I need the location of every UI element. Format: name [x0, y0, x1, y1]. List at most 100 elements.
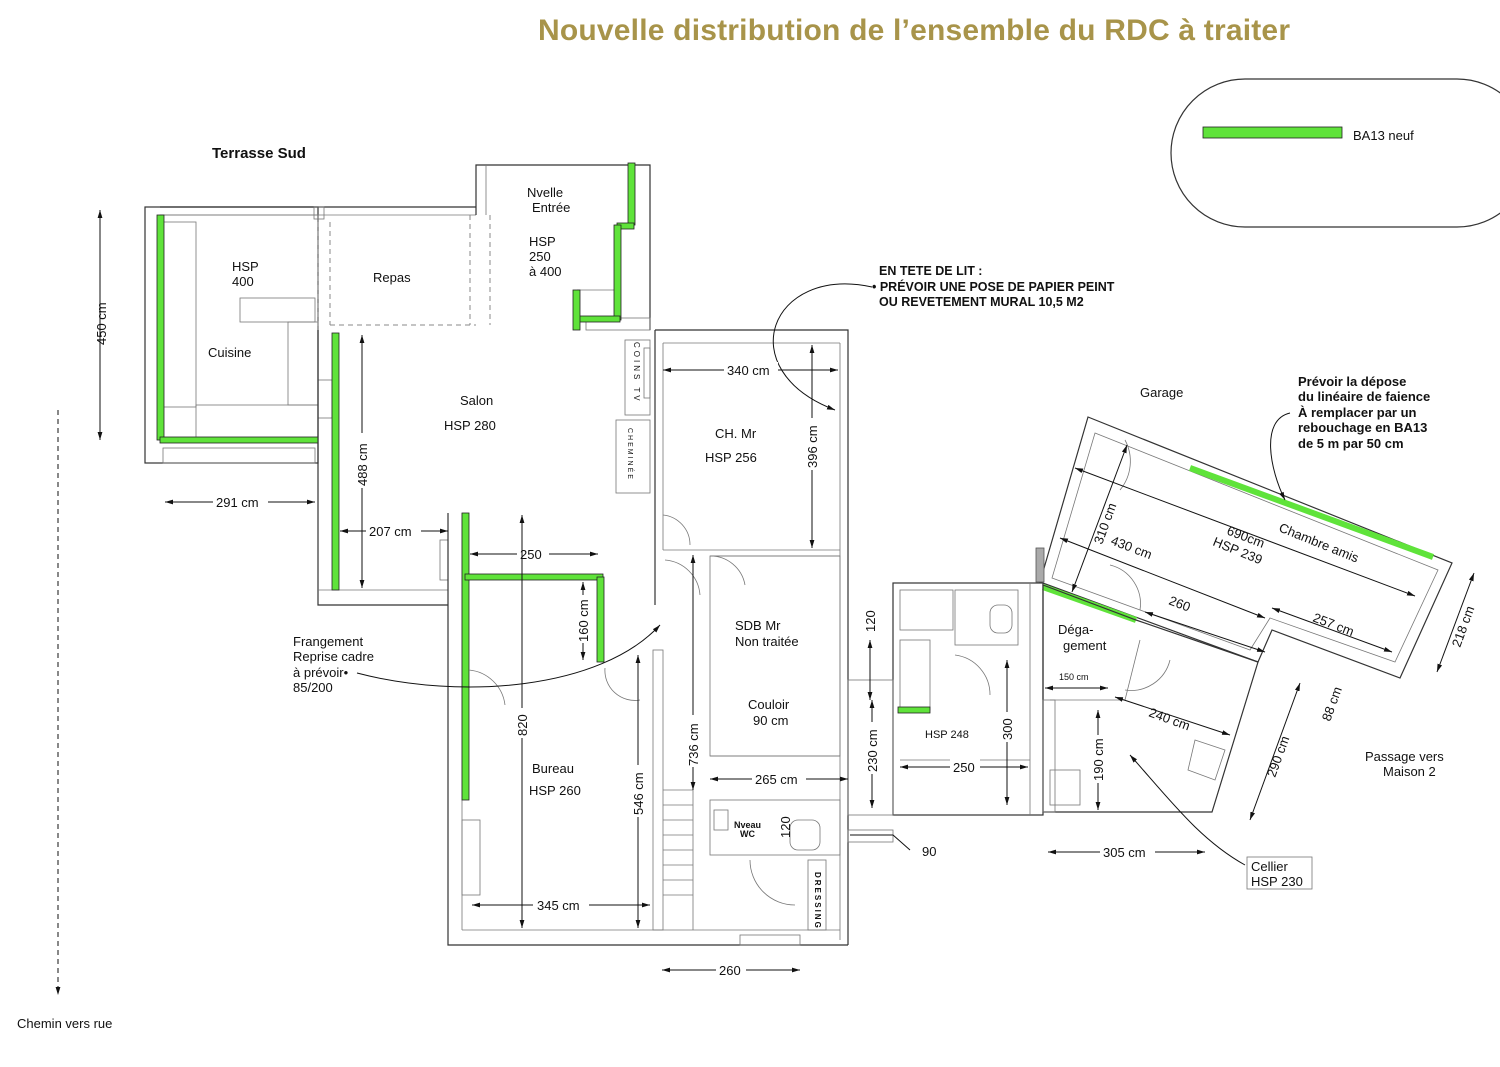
dim-207: 207 cm: [369, 524, 412, 539]
dim-488: 488 cm: [355, 443, 370, 486]
label-hsp248: HSP 248: [925, 729, 969, 741]
entree-block: [475, 162, 651, 331]
note-frangement: Frangement: [293, 634, 363, 649]
label-hsp: HSP: [232, 259, 259, 274]
note-faience: rebouchage en BA13: [1298, 420, 1427, 435]
label-couloir: 90 cm: [753, 713, 788, 728]
label-cellier-hsp: HSP 230: [1251, 874, 1303, 889]
dim-230: 230 cm: [865, 729, 880, 772]
label-ch-mr: CH. Mr: [715, 426, 757, 441]
label-sdb: SDB Mr: [735, 618, 781, 633]
label-chemin: Chemin vers rue: [17, 1016, 112, 1031]
legend-swatch-ba13: [1202, 126, 1343, 139]
label-sdb: Non traitée: [735, 634, 799, 649]
dim-396: 396 cm: [805, 425, 820, 468]
room-labels: Terrasse Sud HSP 400 Cuisine Repas Nvell…: [17, 145, 1444, 1031]
ba13-wall: [156, 214, 165, 441]
dim-160: 160 cm: [576, 599, 591, 642]
dim-240: 240 cm: [1147, 705, 1192, 734]
label-entree-hsp: 250: [529, 249, 551, 264]
legend: BA13 neuf: [1170, 78, 1500, 228]
dim-150: 150 cm: [1059, 672, 1089, 682]
dimensions: 450 cm 291 cm 488 cm 207 cm 250 160 cm 8…: [94, 210, 1477, 978]
dim-305: 305 cm: [1103, 845, 1146, 860]
plan-title: Nouvelle distribution de l’ensemble du R…: [538, 14, 1291, 47]
note-frangement: 85/200: [293, 680, 333, 695]
label-entree: Nvelle: [527, 185, 563, 200]
note-faience: du linéaire de faience: [1298, 389, 1430, 404]
kitchen-block: [144, 206, 476, 464]
label-bureau-hsp: HSP 260: [529, 783, 581, 798]
dim-260-b: 260: [1167, 593, 1193, 615]
dim-340: 340 cm: [727, 363, 770, 378]
label-wc: Nveau: [734, 820, 761, 830]
dim-291: 291 cm: [216, 495, 259, 510]
note-frangement: Reprise cadre: [293, 649, 374, 664]
bureau-block: [447, 512, 848, 946]
ba13-wall: [627, 162, 636, 226]
label-hsp-value: 400: [232, 274, 254, 289]
label-wc: WC: [740, 829, 755, 839]
dim-450: 450 cm: [94, 302, 109, 345]
cellier-label-box: [1246, 856, 1313, 890]
dim-250-b: 250: [953, 760, 975, 775]
dim-546: 546 cm: [631, 772, 646, 815]
label-passage: Passage vers: [1365, 749, 1444, 764]
dim-218: 218 cm: [1449, 604, 1478, 649]
label-degagement: gement: [1063, 638, 1107, 653]
note-tete-lit: OU REVETEMENT MURAL 10,5 M2: [879, 295, 1084, 309]
dim-88: 88 cm: [1319, 685, 1345, 723]
note-faience: Prévoir la dépose: [1298, 374, 1406, 389]
label-salon-hsp: HSP 280: [444, 418, 496, 433]
legend-label: BA13 neuf: [1353, 128, 1414, 143]
ba13-wall: [331, 332, 340, 591]
label-ch-mr-hsp: HSP 256: [705, 450, 757, 465]
dim-250: 250: [520, 547, 542, 562]
label-dressing: DRESSING: [813, 872, 822, 930]
note-tete-lit: • PRÉVOIR UNE POSE DE PAPIER PEINT: [872, 279, 1115, 294]
dim-190: 190 cm: [1091, 738, 1106, 781]
ba13-wall: [464, 573, 604, 581]
repas-area: [317, 215, 491, 330]
note-faience: À remplacer par un: [1298, 405, 1417, 420]
chambre-mr-block: [654, 329, 849, 946]
ba13-wall: [461, 512, 470, 801]
note-faience: de 5 m par 50 cm: [1298, 436, 1404, 451]
label-entree: Entrée: [532, 200, 570, 215]
ba13-wall: [613, 224, 622, 321]
dim-120: 120: [863, 610, 878, 632]
dim-265: 265 cm: [755, 772, 798, 787]
ba13-wall: [159, 436, 319, 444]
label-salon: Salon: [460, 393, 493, 408]
label-degagement: Déga-: [1058, 622, 1093, 637]
annotations: EN TETE DE LIT : • PRÉVOIR UNE POSE DE P…: [293, 264, 1430, 866]
dim-736: 736 cm: [686, 723, 701, 766]
label-couloir: Couloir: [748, 697, 790, 712]
ba13-wall: [596, 576, 605, 663]
dim-120-wc: 120: [778, 816, 793, 838]
dim-90: 90: [922, 844, 936, 859]
note-frangement: à prévoir•: [293, 665, 349, 680]
label-garage: Garage: [1140, 385, 1183, 400]
legend-frame: [1170, 78, 1500, 228]
label-terrasse: Terrasse Sud: [212, 145, 306, 162]
label-cuisine: Cuisine: [208, 345, 251, 360]
ba13-wall: [572, 289, 581, 331]
label-bureau: Bureau: [532, 761, 574, 776]
dim-300: 300: [1000, 718, 1015, 740]
label-cheminee: CHEMINÉE: [626, 428, 635, 481]
dim-290: 290 cm: [1264, 734, 1293, 779]
label-passage: Maison 2: [1383, 764, 1436, 779]
note-tete-lit: EN TETE DE LIT :: [879, 264, 982, 278]
label-repas: Repas: [373, 270, 411, 285]
dim-345: 345 cm: [537, 898, 580, 913]
label-cellier: Cellier: [1251, 859, 1289, 874]
dim-820: 820: [515, 714, 530, 736]
salon-block: [317, 330, 651, 606]
dim-430: 430 cm: [1109, 533, 1154, 562]
label-entree-hsp: à 400: [529, 264, 562, 279]
label-coins-tv: COINS TV: [632, 342, 641, 404]
ba13-wall: [574, 315, 621, 323]
dim-260: 260: [719, 963, 741, 978]
